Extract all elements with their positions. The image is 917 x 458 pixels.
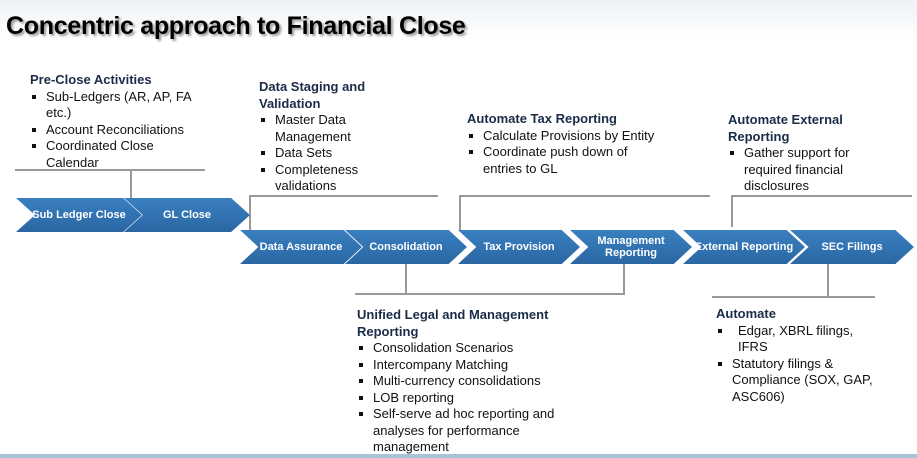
connector-line (405, 264, 407, 294)
unified-reporting-block: Unified Legal and Management Reporting C… (357, 307, 582, 456)
list-item: Calculate Provisions by Entity (467, 128, 657, 145)
pre-close-block: Pre-Close Activities Sub-Ledgers (AR, AP… (30, 72, 205, 171)
connector-line (250, 195, 438, 197)
tax-reporting-block: Automate Tax Reporting Calculate Provisi… (467, 111, 657, 177)
step-gl-close: GL Close (124, 198, 250, 232)
step-data-assurance: Data Assurance (240, 230, 362, 264)
list-item: Master Data Management (259, 112, 409, 145)
list-item: Statutory filings & Compliance (SOX, GAP… (716, 356, 876, 406)
data-staging-block: Data Staging and Validation Master Data … (259, 79, 409, 195)
step-consolidation: Consolidation (345, 230, 467, 264)
list-item: Sub-Ledgers (AR, AP, FA etc.) (30, 89, 205, 122)
list-item: Coordinate push down of entries to GL (467, 144, 657, 177)
block-heading: Unified Legal and Management Reporting (357, 307, 549, 339)
footer-bar (0, 454, 917, 458)
connector-line (130, 169, 132, 199)
list-item: Consolidation Scenarios (357, 340, 582, 357)
step-sub-ledger-close: Sub Ledger Close (16, 198, 142, 232)
list-item: Edgar, XBRL filings, IFRS (716, 323, 876, 356)
list-item: Self-serve ad hoc reporting and analyses… (357, 406, 582, 456)
block-heading: Pre-Close Activities (30, 72, 152, 87)
connector-line (460, 195, 710, 197)
list-item: Account Reconciliations (30, 122, 205, 139)
block-heading: Data Staging and Validation (259, 79, 366, 111)
step-sec-filings: SEC Filings (790, 230, 914, 264)
list-item: Completeness validations (259, 162, 409, 195)
block-heading: Automate External Reporting (728, 112, 843, 144)
connector-line (15, 169, 205, 171)
list-item: LOB reporting (357, 390, 582, 407)
connector-line (355, 293, 625, 295)
list-item: Intercompany Matching (357, 357, 582, 374)
block-heading: Automate Tax Reporting (467, 111, 617, 126)
list-item: Multi-currency consolidations (357, 373, 582, 390)
connector-line (731, 195, 733, 227)
step-external-reporting: External Reporting (683, 230, 805, 264)
connector-line (732, 195, 912, 197)
connector-line (623, 264, 625, 294)
external-reporting-block: Automate External Reporting Gather suppo… (728, 112, 878, 195)
connector-line (459, 195, 461, 230)
block-heading: Automate (716, 306, 776, 321)
list-item: Data Sets (259, 145, 409, 162)
connector-line (249, 195, 251, 231)
step-tax-provision: Tax Provision (458, 230, 580, 264)
list-item: Gather support for required financial di… (728, 145, 878, 195)
connector-line (712, 296, 875, 298)
step-management-reporting: Management Reporting (570, 230, 692, 264)
list-item: Coordinated Close Calendar (30, 138, 205, 171)
page-title: Concentric approach to Financial Close (6, 12, 466, 40)
connector-line (827, 264, 829, 297)
